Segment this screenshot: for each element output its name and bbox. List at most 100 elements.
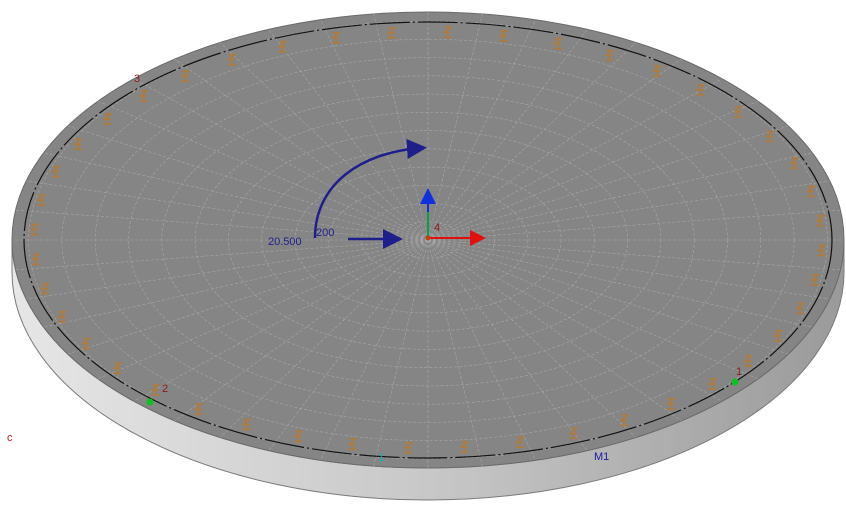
support-icon[interactable]	[498, 30, 509, 42]
support-icon[interactable]	[618, 414, 630, 427]
support-icon[interactable]	[707, 378, 718, 390]
support-icon[interactable]	[386, 27, 397, 39]
mesh-radial	[427, 29, 588, 241]
node-label-1-cyan[interactable]: 1	[378, 452, 384, 464]
support-icon[interactable]	[809, 274, 820, 286]
support-icon[interactable]	[442, 26, 453, 39]
support-icon[interactable]	[794, 302, 806, 315]
support-icon[interactable]	[277, 40, 288, 53]
spring-support-glyph	[150, 384, 161, 397]
mesh-radial	[373, 13, 429, 241]
spring-support-glyph	[743, 355, 754, 367]
spring-support-glyph	[772, 329, 784, 342]
mesh-radial	[427, 239, 483, 467]
mesh-radial	[373, 239, 429, 467]
mesh-ring	[327, 184, 529, 296]
mesh-ring	[228, 130, 628, 350]
support-icon[interactable]	[552, 37, 564, 50]
spring-support-glyph	[665, 397, 677, 410]
moment-load-arrow[interactable]	[313, 138, 427, 239]
support-icon[interactable]	[102, 113, 113, 125]
support-icon[interactable]	[193, 403, 204, 415]
node-label-1[interactable]: 1	[736, 366, 742, 378]
mesh-grid	[12, 12, 844, 468]
support-icon[interactable]	[179, 70, 191, 82]
mesh-radial	[219, 42, 429, 241]
mesh-radial	[427, 239, 682, 422]
support-icon[interactable]	[50, 165, 62, 178]
support-icon[interactable]	[816, 244, 827, 257]
origin-node[interactable]	[425, 235, 431, 241]
node-marker-2[interactable]	[146, 398, 154, 406]
support-icon[interactable]	[764, 130, 775, 143]
support-icon[interactable]	[330, 31, 342, 44]
support-icon[interactable]	[805, 185, 817, 198]
support-icon[interactable]	[36, 194, 47, 206]
mesh-radial	[133, 78, 429, 241]
axis-triad	[420, 188, 486, 246]
mesh-radial	[133, 239, 429, 402]
node-marker-1[interactable]	[731, 378, 739, 386]
node-label-3[interactable]: 3	[134, 73, 140, 85]
mesh-radial	[427, 209, 841, 241]
mesh-radial	[427, 239, 841, 271]
spring-support-glyph	[459, 441, 470, 453]
spring-support-glyph	[809, 274, 820, 286]
mesh-radial	[15, 209, 429, 241]
mesh-radial	[43, 239, 429, 328]
mesh-radial	[320, 239, 429, 461]
support-icon[interactable]	[112, 362, 123, 375]
spring-support-glyph	[102, 113, 113, 125]
support-icon[interactable]	[56, 310, 68, 323]
mesh-radial	[427, 42, 637, 241]
support-icon[interactable]	[241, 418, 252, 431]
support-icon[interactable]	[72, 138, 84, 150]
support-icon[interactable]	[772, 329, 784, 342]
support-icon[interactable]	[226, 53, 238, 66]
support-icon[interactable]	[568, 427, 579, 440]
node-label-4[interactable]: 4	[434, 222, 440, 234]
support-icon[interactable]	[30, 253, 41, 266]
spring-support-glyph	[50, 165, 62, 178]
support-icon[interactable]	[695, 84, 706, 96]
spring-support-glyph	[816, 244, 827, 257]
support-icon[interactable]	[665, 397, 677, 410]
support-icon[interactable]	[743, 355, 754, 367]
mesh-radial	[43, 152, 429, 241]
support-icon[interactable]	[138, 90, 149, 102]
spring-support-glyph	[552, 37, 564, 50]
spring-support-glyph	[241, 418, 252, 431]
support-icon[interactable]	[514, 436, 526, 449]
spring-support-glyph	[707, 378, 718, 390]
support-icon[interactable]	[29, 223, 40, 236]
support-icon[interactable]	[733, 106, 744, 118]
support-icon[interactable]	[788, 157, 800, 169]
support-icon[interactable]	[604, 49, 615, 62]
support-icon[interactable]	[459, 441, 470, 453]
support-icon[interactable]	[81, 337, 92, 350]
mesh-radial	[67, 125, 429, 241]
slab-boundary-line[interactable]	[23, 21, 833, 459]
support-icon[interactable]	[652, 65, 663, 77]
spring-support-glyph	[36, 194, 47, 206]
mesh-radial	[427, 239, 723, 402]
support-icon[interactable]	[39, 282, 51, 295]
mesh-radial	[268, 239, 429, 451]
support-icon[interactable]	[815, 214, 826, 227]
spring-support-glyph	[794, 302, 806, 315]
support-icon[interactable]	[347, 438, 358, 450]
support-icon[interactable]	[150, 384, 161, 397]
node-label-2[interactable]: 2	[162, 383, 168, 395]
spring-support-glyph	[733, 106, 744, 118]
mesh-radial	[427, 180, 830, 241]
support-icon[interactable]	[292, 430, 304, 443]
member-label[interactable]: M1	[594, 451, 609, 463]
spring-support-glyph	[403, 441, 414, 454]
mesh-radial	[427, 239, 637, 438]
mesh-radial	[427, 13, 483, 241]
spring-support-glyph	[56, 310, 68, 323]
spring-support-glyph	[112, 362, 123, 375]
support-icon[interactable]	[403, 441, 414, 454]
